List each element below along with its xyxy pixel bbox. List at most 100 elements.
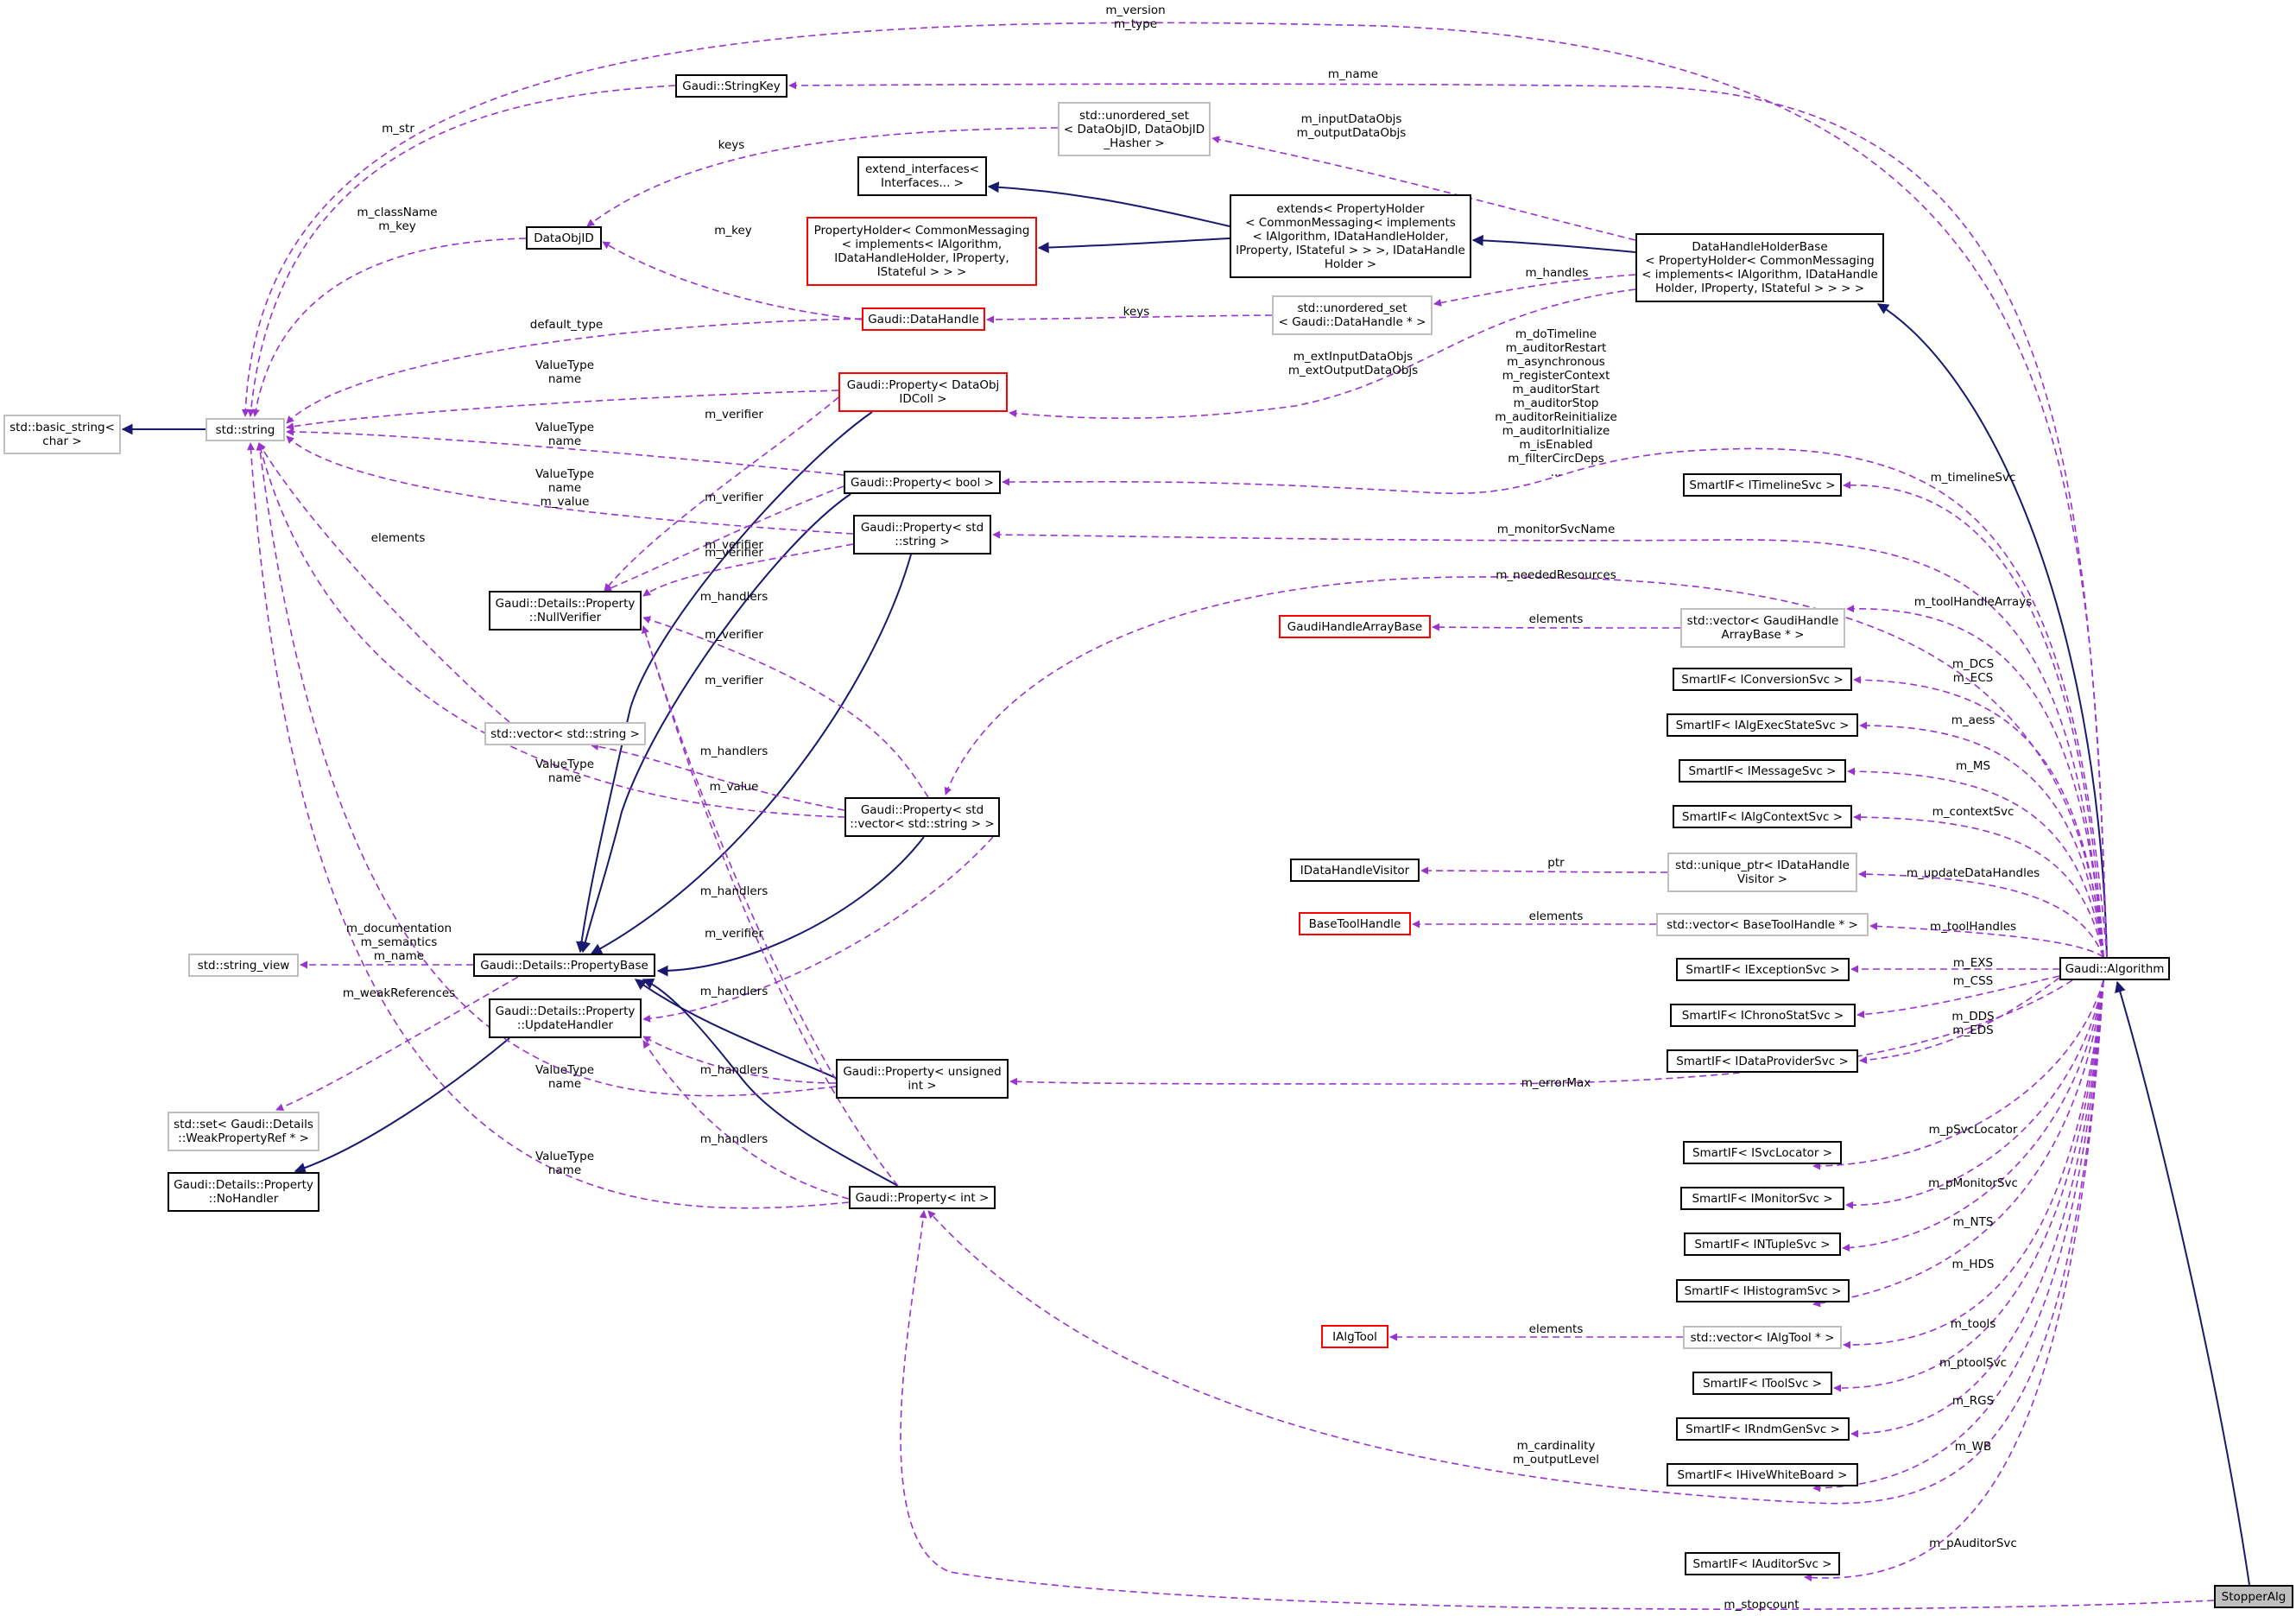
node-smartif-rndmgen[interactable]: SmartIF< IRndmGenSvc > <box>1676 1417 1850 1441</box>
edge-label: m_MS <box>1955 759 1991 773</box>
edge-label: m_updateDataHandles <box>1906 866 2040 880</box>
node-smartif-timeline[interactable]: SmartIF< ITimelineSvc > <box>1683 473 1842 497</box>
node-no-handler[interactable]: Gaudi::Details::Property ::NoHandler <box>168 1172 319 1212</box>
node-string-key[interactable]: Gaudi::StringKey <box>675 74 787 98</box>
node-unique-ptr-visitor[interactable]: std::unique_ptr< IDataHandle Visitor > <box>1667 852 1857 892</box>
node-extends-property-holder[interactable]: extends< PropertyHolder < CommonMessagin… <box>1230 194 1471 278</box>
usage-edge <box>604 396 839 592</box>
edge-label: ValueType name <box>534 1150 595 1177</box>
usage-edge <box>1845 979 2104 1209</box>
node-vector-ialg-tool[interactable]: std::vector< IAlgTool * > <box>1683 1326 1842 1349</box>
node-smartif-chronostat[interactable]: SmartIF< IChronoStatSvc > <box>1670 1004 1856 1027</box>
edge-label: elements <box>1528 909 1584 923</box>
edge-label: m_pAuditorSvc <box>1929 1537 2017 1550</box>
node-std-string[interactable]: std::string <box>206 418 285 441</box>
usage-edge <box>586 127 1059 227</box>
node-idatahandle-visitor[interactable]: IDataHandleVisitor <box>1290 859 1420 882</box>
edge-label: m_ptoolSvc <box>1939 1356 2008 1370</box>
edge-label: m_extInputDataObjs m_extOutputDataObjs <box>1287 350 1419 377</box>
usage-edge <box>1833 979 2104 1392</box>
edge-label: m_verifier <box>705 538 763 552</box>
edge-label: m_errorMax <box>1521 1076 1591 1090</box>
usage-edge <box>1869 922 2104 958</box>
edge-label: m_NTS <box>1952 1215 1994 1229</box>
node-unordered-set-datahandle[interactable]: std::unordered_set < Gaudi::DataHandle *… <box>1272 295 1433 335</box>
edge-label: m_weakReferences <box>342 986 456 1000</box>
node-prop-unsigned-int[interactable]: Gaudi::Property< unsigned int > <box>836 1059 1009 1099</box>
node-vector-base-tool-handle[interactable]: std::vector< BaseToolHandle * > <box>1656 913 1869 936</box>
node-smartif-hivewhiteboard[interactable]: SmartIF< IHiveWhiteBoard > <box>1667 1463 1858 1486</box>
inheritance-edge <box>1471 234 1636 253</box>
usage-edge <box>258 442 510 723</box>
edge-label: ValueType name <box>534 421 595 448</box>
usage-edge <box>1211 136 1636 241</box>
usage-edge <box>286 318 863 424</box>
node-basic-string[interactable]: std::basic_string< char > <box>3 415 121 454</box>
edge-label: keys <box>718 138 745 152</box>
edge-label: m_className m_key <box>357 206 438 233</box>
usage-edge <box>1853 813 2104 958</box>
edge-label: m_neededResources <box>1496 568 1616 582</box>
usage-edge <box>251 238 527 417</box>
edge-label: keys <box>1123 305 1150 319</box>
node-vector-string[interactable]: std::vector< std::string > <box>484 722 646 745</box>
node-smartif-exception[interactable]: SmartIF< IExceptionSvc > <box>1676 958 1850 981</box>
inheritance-edge <box>294 1037 510 1174</box>
edge-label: default_type <box>529 318 604 332</box>
edge-label: m_CSS <box>1952 974 1994 988</box>
node-set-weak-ref[interactable]: std::set< Gaudi::Details ::WeakPropertyR… <box>168 1112 319 1151</box>
node-extend-interfaces[interactable]: extend_interfaces< Interfaces... > <box>857 156 987 196</box>
usage-edge <box>241 22 2108 958</box>
node-smartif-svclocator[interactable]: SmartIF< ISvcLocator > <box>1683 1141 1842 1164</box>
edge-label: m_str <box>382 122 414 136</box>
node-data-handle[interactable]: Gaudi::DataHandle <box>862 307 985 331</box>
usage-edge <box>1812 979 2104 1308</box>
node-prop-bool[interactable]: Gaudi::Property< bool > <box>844 471 1001 494</box>
edge-label: elements <box>1528 612 1584 626</box>
node-prop-vector-string[interactable]: Gaudi::Property< std ::vector< std::stri… <box>844 797 1000 837</box>
node-smartif-algexecstate[interactable]: SmartIF< IAlgExecStateSvc > <box>1667 713 1858 737</box>
edge-label: m_documentation m_semantics m_name <box>345 922 452 963</box>
edge-label: ValueType name m_value <box>534 467 595 509</box>
node-prop-int[interactable]: Gaudi::Property< int > <box>849 1186 996 1209</box>
node-unordered-set-dataobjid[interactable]: std::unordered_set < DataObjID, DataObjI… <box>1058 102 1211 156</box>
usage-edge <box>1853 675 2104 958</box>
node-ialg-tool[interactable]: IAlgTool <box>1321 1325 1388 1348</box>
node-smartif-auditor[interactable]: SmartIF< IAuditorSvc > <box>1685 1552 1840 1575</box>
usage-edge <box>642 1040 850 1200</box>
node-smartif-ntuple[interactable]: SmartIF< INTupleSvc > <box>1684 1233 1841 1256</box>
node-data-handle-holder-base[interactable]: DataHandleHolderBase < PropertyHolder< C… <box>1635 233 1884 302</box>
node-stopper-alg[interactable]: StopperAlg <box>2214 1585 2293 1608</box>
node-vector-gaudi-handle-array[interactable]: std::vector< GaudiHandle ArrayBase * > <box>1680 608 1845 648</box>
usage-edge <box>642 543 854 597</box>
edge-label: m_pSvcLocator <box>1928 1123 2018 1137</box>
node-update-handler[interactable]: Gaudi::Details::Property ::UpdateHandler <box>489 998 642 1038</box>
usage-edge <box>1843 979 2104 1349</box>
node-smartif-message[interactable]: SmartIF< IMessageSvc > <box>1679 759 1846 783</box>
edge-label: m_handles <box>1525 266 1589 280</box>
edge-label: m_key <box>714 224 752 238</box>
node-smartif-conversion[interactable]: SmartIF< IConversionSvc > <box>1673 668 1852 691</box>
node-prop-dataobj-idcoll[interactable]: Gaudi::Property< DataObj IDColl > <box>838 372 1008 412</box>
edge-label: m_monitorSvcName <box>1496 523 1616 536</box>
node-gaudi-algorithm[interactable]: Gaudi::Algorithm <box>2059 957 2170 980</box>
edge-label: m_toolHandles <box>1929 920 2017 934</box>
node-data-obj-id[interactable]: DataObjID <box>526 226 602 250</box>
node-base-tool-handle[interactable]: BaseToolHandle <box>1299 912 1411 935</box>
node-smartif-toolsvc[interactable]: SmartIF< IToolSvc > <box>1692 1372 1832 1395</box>
node-smartif-histogram[interactable]: SmartIF< IHistogramSvc > <box>1676 1279 1850 1302</box>
node-property-holder[interactable]: PropertyHolder< CommonMessaging < implem… <box>806 217 1037 286</box>
node-string-view[interactable]: std::string_view <box>188 954 299 977</box>
node-gaudi-handle-array-base[interactable]: GaudiHandleArrayBase <box>1279 615 1431 638</box>
node-smartif-monitor[interactable]: SmartIF< IMonitorSvc > <box>1680 1187 1844 1210</box>
node-smartif-algcontext[interactable]: SmartIF< IAlgContextSvc > <box>1673 805 1852 828</box>
edge-label: m_name <box>1327 67 1379 81</box>
edge-label: m_handlers <box>699 985 768 998</box>
usage-edge <box>1847 767 2104 958</box>
node-prop-std-string[interactable]: Gaudi::Property< std ::string > <box>853 515 991 555</box>
node-null-verifier[interactable]: Gaudi::Details::Property ::NullVerifier <box>489 591 642 631</box>
node-smartif-dataprovider[interactable]: SmartIF< IDataProviderSvc > <box>1667 1049 1858 1073</box>
inheritance-edge <box>634 979 837 1079</box>
node-property-base[interactable]: Gaudi::Details::PropertyBase <box>473 954 655 977</box>
